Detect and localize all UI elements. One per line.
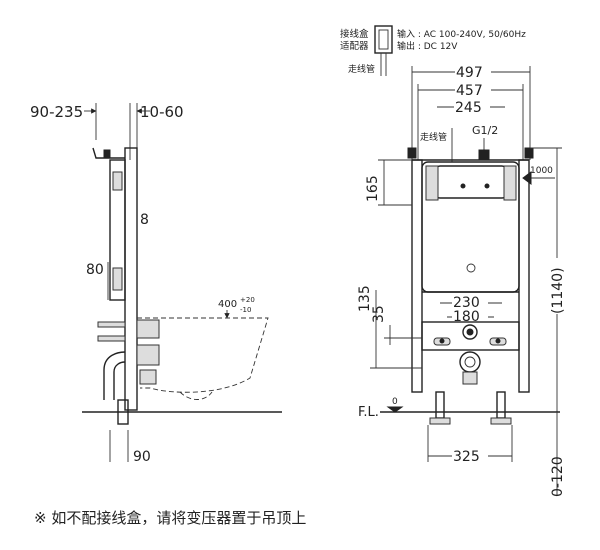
frame-foot xyxy=(496,391,506,419)
dim-8: 8 xyxy=(140,212,149,228)
dim-seat-height: 400 xyxy=(218,299,237,310)
front-view: 497 457 245 走线管 G1/2 1000 xyxy=(357,63,566,497)
dim-35: 35 xyxy=(371,305,387,323)
frame-rail xyxy=(124,147,138,411)
flush-pipe-core xyxy=(466,328,474,336)
dim-80: 80 xyxy=(86,262,104,278)
drain-outlet xyxy=(459,351,481,373)
top-hook xyxy=(92,147,125,159)
dim-wall-range: 90-235 xyxy=(30,103,83,121)
conduit-pipe xyxy=(380,53,387,76)
bowl-bracket-plate xyxy=(421,321,520,351)
flush-valve-icon xyxy=(466,263,476,273)
foot-plate xyxy=(490,417,512,425)
drain-collar xyxy=(462,371,478,385)
adapter-label: 适配器 xyxy=(340,41,369,52)
frame-top-clip xyxy=(407,147,417,159)
cistern-body xyxy=(109,159,126,301)
cistern-bracket xyxy=(503,165,517,201)
floor-zero: 0 xyxy=(392,397,398,407)
dim-g12: G1/2 xyxy=(472,124,498,137)
dim-165: 165 xyxy=(365,175,381,202)
flush-pipe-outlet xyxy=(462,324,478,340)
floor-label: F.L. xyxy=(358,405,379,420)
dim-1000: 1000 xyxy=(530,166,553,176)
drain-pipe xyxy=(113,361,126,400)
conduit-label-front: 走线管 xyxy=(420,131,447,143)
dim-325: 325 xyxy=(453,449,480,465)
frame-right xyxy=(518,159,530,393)
frame-left xyxy=(411,159,423,393)
hook-clip xyxy=(103,149,111,159)
conduit-label-top: 走线管 xyxy=(348,63,375,75)
bolt xyxy=(484,183,490,189)
level-arrow xyxy=(522,171,532,185)
cistern-top-cover xyxy=(435,165,507,199)
toilet-bowl-outline xyxy=(137,317,269,393)
bowl-mount xyxy=(136,344,160,366)
dim-depth: 10-60 xyxy=(140,103,184,121)
valve-block xyxy=(112,171,123,191)
bowl-bolt xyxy=(495,338,501,344)
dim-457: 457 xyxy=(456,83,483,99)
junction-box-label: 接线盒 xyxy=(340,28,369,40)
water-inlet xyxy=(478,149,490,161)
foot-plate xyxy=(429,417,451,425)
cistern-bracket xyxy=(425,165,439,201)
frame-foot xyxy=(435,391,445,419)
dim-1140: (1140) xyxy=(550,267,566,314)
input-voltage-label: 输入 : AC 100-240V, 50/60Hz xyxy=(397,28,526,40)
floor-level-marker xyxy=(386,406,404,413)
dim-seat-minus: -10 xyxy=(240,306,251,314)
dim-245: 245 xyxy=(455,100,482,116)
bowl-outlet xyxy=(179,391,213,400)
dim-497: 497 xyxy=(456,65,483,81)
dim-230: 230 xyxy=(453,295,480,311)
footnote: ※ 如不配接线盒，请将变压器置于吊顶上 xyxy=(34,509,307,527)
dim-180: 180 xyxy=(453,309,480,325)
side-view: 90-235 10-60 8 80 400 +20 -10 xyxy=(30,103,282,465)
junction-box: 接线盒 适配器 输入 : AC 100-240V, 50/60Hz 输出 : D… xyxy=(340,25,526,76)
dim-0-120: 0-120 xyxy=(550,456,566,497)
dim-bottom-90: 90 xyxy=(133,449,151,465)
support-arm xyxy=(97,321,126,328)
bowl-mount xyxy=(139,369,157,385)
bolt xyxy=(460,183,466,189)
bowl-mount xyxy=(136,319,160,339)
support-arm xyxy=(97,335,126,342)
output-voltage-label: 输出 : DC 12V xyxy=(397,40,458,52)
junction-box-inner xyxy=(378,29,389,50)
junction-box-icon xyxy=(374,25,393,54)
bowl-bolt xyxy=(439,338,445,344)
drain-pipe xyxy=(103,351,126,400)
dim-seat-plus: +20 xyxy=(240,296,255,304)
bracket-block xyxy=(112,267,123,291)
drain-inner xyxy=(464,356,476,368)
dim-135: 135 xyxy=(357,285,373,312)
frame-top-clip xyxy=(524,147,534,159)
